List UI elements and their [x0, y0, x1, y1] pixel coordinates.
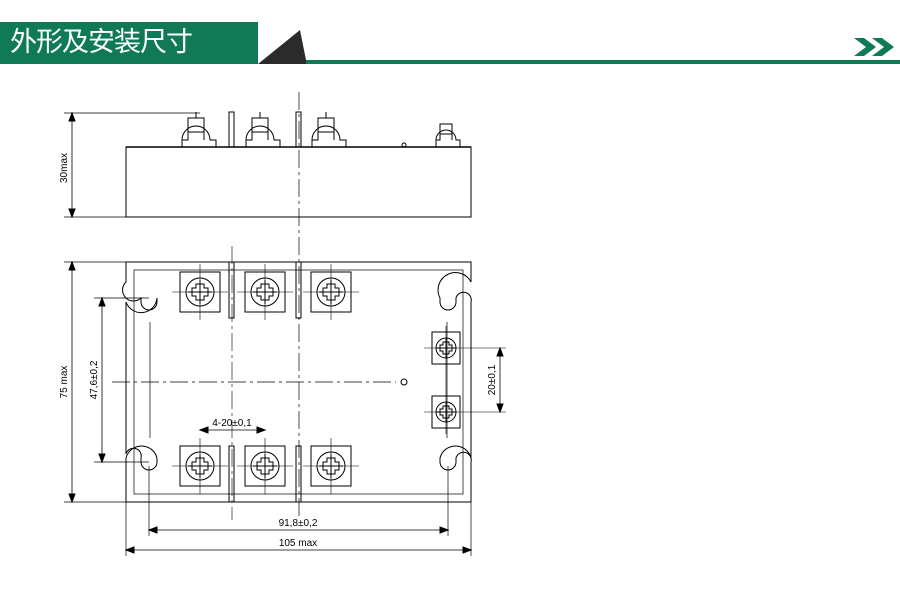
side-view [64, 111, 472, 219]
dim-length-label: 75 max [59, 366, 70, 399]
dim-width-label: 105 max [279, 538, 317, 549]
dim-mount-horizontal-label: 91,8±0,2 [279, 518, 318, 529]
header-bar [0, 22, 258, 64]
side-terminal [245, 112, 281, 147]
side-terminal [181, 112, 217, 147]
dim-height-label: 30max [59, 153, 70, 183]
header-decoration [258, 30, 900, 64]
dim-terminal-pitch-label: 4-20±0,1 [212, 418, 252, 429]
dim-control-pitch-label: 20±0,1 [487, 364, 498, 395]
top-view [64, 92, 506, 556]
page-title: 外形及安装尺寸 [10, 27, 193, 58]
double-chevron-right-icon[interactable] [854, 38, 894, 56]
dim-mount-vertical-label: 47,6±0,2 [89, 360, 100, 399]
side-terminal-small [435, 123, 461, 147]
side-terminal [311, 112, 347, 147]
